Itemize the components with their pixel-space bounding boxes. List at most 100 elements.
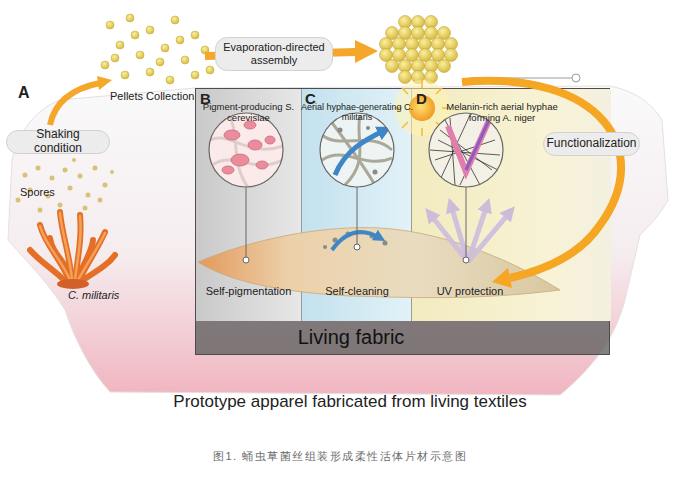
panel-letter: D	[416, 90, 436, 107]
spores	[36, 166, 41, 171]
spores	[23, 173, 28, 178]
pellet-cluster	[432, 38, 445, 51]
pellet-cluster	[399, 71, 412, 84]
pellet-cluster	[393, 49, 406, 62]
stage-label: Spores	[20, 186, 80, 199]
step-label: Shaking condition	[6, 130, 110, 154]
pellet-cluster	[386, 60, 399, 73]
pellet-cluster	[399, 16, 412, 29]
pellets	[146, 68, 154, 76]
cordyceps-fungus	[40, 225, 70, 282]
spores	[16, 158, 115, 213]
panel-heading: Melanin-rich aerial hyphae forming A. ni…	[432, 102, 572, 124]
species-label: C. militaris	[68, 289, 158, 302]
pellet-cluster	[412, 16, 425, 29]
pellet-cluster	[406, 38, 419, 51]
pellets	[101, 61, 109, 69]
leader-line	[572, 74, 580, 82]
spores	[68, 186, 73, 191]
step-label: Functionalization	[543, 132, 640, 156]
step-label: Evaporation-directed assembly	[215, 37, 333, 71]
function-panel: DMelanin-rich aerial hyphae forming A. n…	[411, 89, 611, 321]
spores	[58, 203, 63, 208]
cordyceps-fungus	[76, 240, 93, 282]
assembly-arrow	[355, 40, 378, 63]
spores	[98, 198, 103, 203]
pellets	[106, 21, 114, 29]
panel-heading: Aerial hyphae-generating C. militaris	[299, 102, 415, 123]
pellet-cluster	[425, 16, 438, 29]
cordyceps-fungus	[30, 212, 115, 289]
function-label: UV protection	[412, 285, 528, 298]
pellet-cluster	[445, 38, 458, 51]
stage-label: Pellets Collection	[110, 90, 220, 103]
pellet-cluster	[406, 49, 419, 62]
function-label: Self-cleaning	[302, 285, 412, 298]
function-label: Self-pigmentation	[196, 285, 301, 298]
pellet-cluster	[425, 60, 438, 73]
pellets	[146, 26, 154, 34]
cordyceps-fungus	[60, 212, 72, 282]
pellet-cluster	[425, 71, 438, 84]
pellet-cluster	[399, 27, 412, 40]
pellets	[136, 51, 144, 59]
pellets	[181, 56, 189, 64]
shaking-arrow	[50, 83, 100, 125]
cordyceps-fungus	[57, 279, 89, 289]
shaking-arrow	[50, 76, 112, 125]
pellet-cluster	[419, 38, 432, 51]
pellet-cluster	[386, 27, 399, 40]
cordyceps-fungus	[75, 215, 81, 282]
pellets	[176, 36, 184, 44]
figure-note: Prototype apparel fabricated from living…	[80, 392, 620, 412]
garment-silhouette	[8, 86, 668, 395]
step-text: Shaking condition	[11, 128, 105, 156]
cordyceps-fungus	[30, 250, 66, 282]
pellet-cluster	[412, 60, 425, 73]
cordyceps-fungus	[50, 238, 73, 282]
panel-letter: A	[18, 84, 42, 102]
spores	[38, 208, 43, 213]
cordyceps-fungus	[78, 232, 105, 282]
pellet-cluster	[380, 16, 458, 84]
pellets	[116, 41, 124, 49]
pellet-cluster	[412, 71, 425, 84]
spores	[86, 193, 91, 198]
pellet-cluster	[380, 49, 393, 62]
spores	[72, 158, 76, 162]
spores	[93, 166, 98, 171]
cordyceps-fungus	[40, 226, 70, 280]
spores	[83, 206, 88, 211]
cordyceps-fungus	[60, 213, 72, 280]
pellets	[166, 76, 174, 84]
pellet-cluster	[412, 27, 425, 40]
shaking-arrow	[97, 76, 112, 90]
pellet-cluster	[393, 38, 406, 51]
spores	[63, 168, 68, 173]
cordyceps-fungus	[75, 216, 81, 280]
cordyceps-fungus	[30, 212, 115, 282]
pellets	[191, 31, 199, 39]
pellet-cluster	[380, 38, 393, 51]
pellets	[171, 16, 179, 24]
leader-line	[470, 74, 580, 82]
panel-heading: Pigment-producing S. cerevisiae	[200, 102, 297, 124]
function-panel: BPigment-producing S. cerevisiaeSelf-pig…	[196, 89, 301, 321]
leader-line	[470, 78, 572, 79]
pellets	[101, 14, 214, 84]
spores	[16, 198, 21, 203]
spores	[110, 170, 114, 174]
function-panel: CAerial hyphae-generating C. militarisSe…	[301, 89, 411, 321]
pellets	[156, 58, 164, 66]
pellets	[131, 31, 139, 39]
pellet-cluster	[445, 49, 458, 62]
pellets	[201, 46, 209, 54]
pellets	[121, 71, 129, 79]
pellet-cluster	[432, 49, 445, 62]
pellets	[126, 14, 134, 22]
living-fabric-frame: BPigment-producing S. cerevisiaeSelf-pig…	[195, 88, 610, 355]
spores	[78, 174, 83, 179]
spores	[103, 183, 108, 188]
frame-title: Living fabric	[251, 326, 451, 349]
spores	[50, 176, 55, 181]
